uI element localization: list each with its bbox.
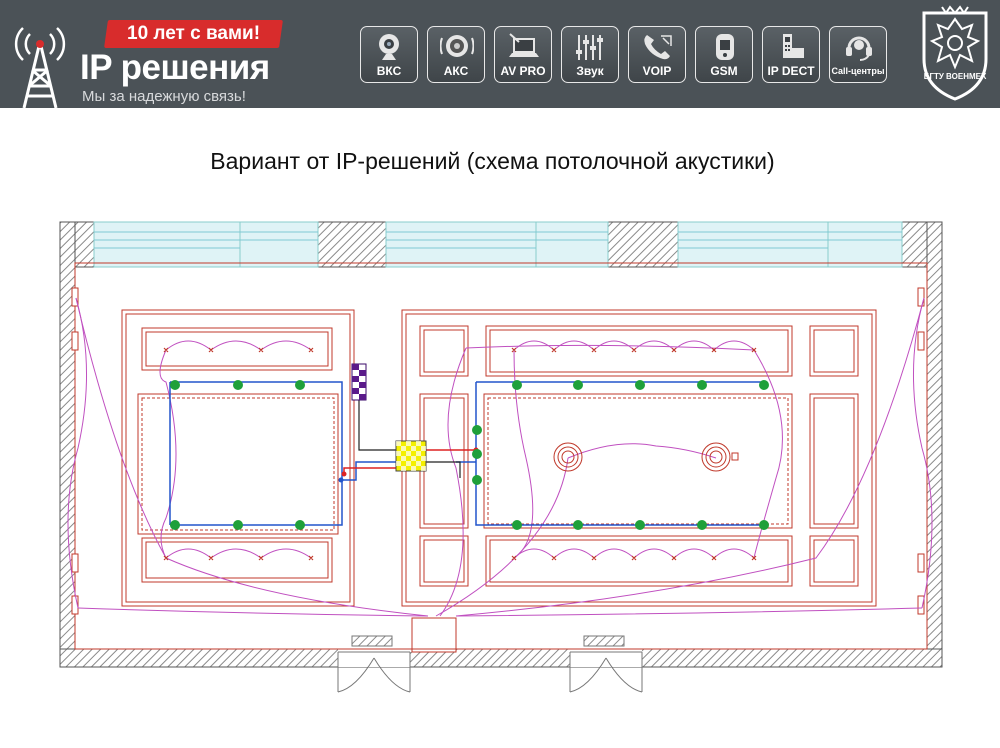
doors bbox=[337, 635, 643, 693]
mixer-sliders-icon bbox=[576, 35, 603, 60]
ceiling-outline bbox=[74, 262, 928, 650]
nav-button-voip[interactable]: VOIP bbox=[628, 26, 686, 83]
nav-button-aks[interactable]: АКС bbox=[427, 26, 485, 83]
ceiling-speaker-markers bbox=[163, 347, 757, 561]
site-header: 10 лет с вами! IP решения Мы за надежную… bbox=[0, 0, 1000, 109]
nav-button-gsm[interactable]: GSM bbox=[695, 26, 753, 83]
gsm-phone-icon bbox=[716, 34, 734, 60]
speaker-wiring bbox=[67, 297, 933, 617]
anniversary-banner: 10 лет с вами! bbox=[104, 20, 283, 48]
emblem-text: БГТУ ВОЕНМЕХ bbox=[924, 72, 987, 81]
university-crest-icon: БГТУ ВОЕНМЕХ bbox=[922, 5, 988, 101]
nav-button-sound[interactable]: Звук bbox=[561, 26, 619, 83]
wall-speakers bbox=[71, 287, 925, 615]
page-title: Вариант от IP-решений (схема потолочной … bbox=[210, 148, 775, 174]
nav-button-av-pro[interactable]: AV PRO bbox=[494, 26, 552, 83]
brand-name: IP решения bbox=[80, 48, 270, 87]
nav-button-call-centers[interactable]: Call-центры bbox=[829, 26, 887, 83]
windows bbox=[93, 221, 903, 268]
equipment-rack bbox=[351, 363, 367, 401]
ceiling-speakers bbox=[170, 380, 769, 530]
amplifier-unit bbox=[395, 440, 427, 472]
ceiling-acoustics-floor-plan bbox=[59, 221, 943, 693]
nav-button-vks[interactable]: ВКС bbox=[360, 26, 418, 83]
nav-button-ip-dect[interactable]: IP DECT bbox=[762, 26, 820, 83]
webcam-icon bbox=[379, 34, 399, 60]
headset-icon bbox=[846, 36, 872, 61]
radio-tower-icon bbox=[14, 27, 66, 109]
dect-phone-icon bbox=[783, 34, 804, 58]
brand-slogan: Мы за надежную связь! bbox=[82, 88, 246, 105]
projector-laptop-icon bbox=[509, 33, 539, 57]
control-line bbox=[358, 398, 461, 478]
company-logo[interactable]: 10 лет с вами! IP решения Мы за надежную… bbox=[10, 8, 283, 109]
speaker-icon bbox=[440, 35, 474, 57]
ceiling-rosettes bbox=[553, 442, 739, 472]
phone-handset-icon bbox=[644, 35, 672, 60]
